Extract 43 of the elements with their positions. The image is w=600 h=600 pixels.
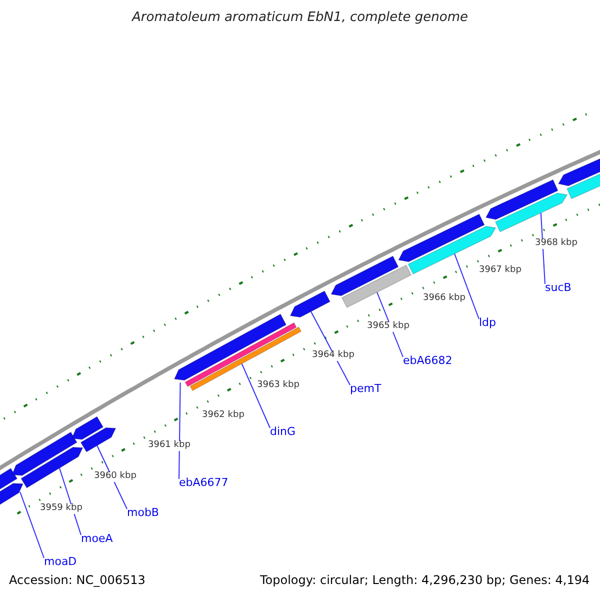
gene-label: ebA6677 — [179, 477, 228, 490]
gene-feature — [0, 468, 18, 492]
title: Aromatoleum aromaticum EbN1, complete genome — [130, 11, 469, 26]
leader-line — [310, 311, 350, 386]
accession-text: Accession: NC_006513 — [9, 574, 146, 588]
scale-label: 3967 kbp — [479, 266, 522, 276]
scale-label: 3959 kbp — [40, 504, 82, 514]
scale-label: 3962 kbp — [202, 411, 244, 421]
scale-label: 3964 kbp — [312, 351, 354, 361]
gene-label: dinG — [270, 426, 296, 438]
gene-feature — [495, 192, 568, 232]
gene-label: moaD — [44, 556, 77, 568]
gene-label: ebA6682 — [403, 355, 452, 368]
gene-label: moeA — [81, 533, 113, 546]
leader-line — [241, 362, 270, 428]
scale-label: 3963 kbp — [257, 381, 300, 391]
gene-feature — [20, 446, 84, 488]
leader-line — [454, 253, 480, 320]
gene-label: mobB — [127, 507, 159, 520]
genome-summary-text: Topology: circular; Length: 4,296,230 bp; Genes: 4,194 — [260, 574, 590, 588]
gene-label: pemT — [350, 383, 382, 396]
leader-line — [20, 492, 44, 558]
leader-line — [376, 292, 404, 358]
gene-feature — [12, 432, 78, 476]
scale-label: 3968 kbp — [535, 239, 578, 249]
gene-feature — [290, 290, 330, 318]
gene-label: ldp — [479, 317, 496, 330]
leader-line — [178, 382, 181, 480]
gene-label: sucB — [545, 282, 572, 294]
leader-line — [59, 468, 82, 536]
gene-feature — [71, 416, 104, 440]
gene-feature — [174, 314, 286, 381]
gene-feature — [0, 483, 24, 507]
gene-feature — [342, 264, 412, 308]
leader-line — [540, 212, 546, 284]
scale-label: 3965 kbp — [367, 322, 410, 332]
gene-feature — [398, 214, 485, 262]
gene-feature — [80, 427, 116, 452]
scale-label: 3960 kbp — [94, 472, 136, 482]
scale-label: 3966 kbp — [423, 294, 466, 304]
scale-label: 3961 kbp — [148, 441, 190, 451]
gene-feature — [330, 256, 399, 296]
gene-feature — [485, 179, 558, 220]
